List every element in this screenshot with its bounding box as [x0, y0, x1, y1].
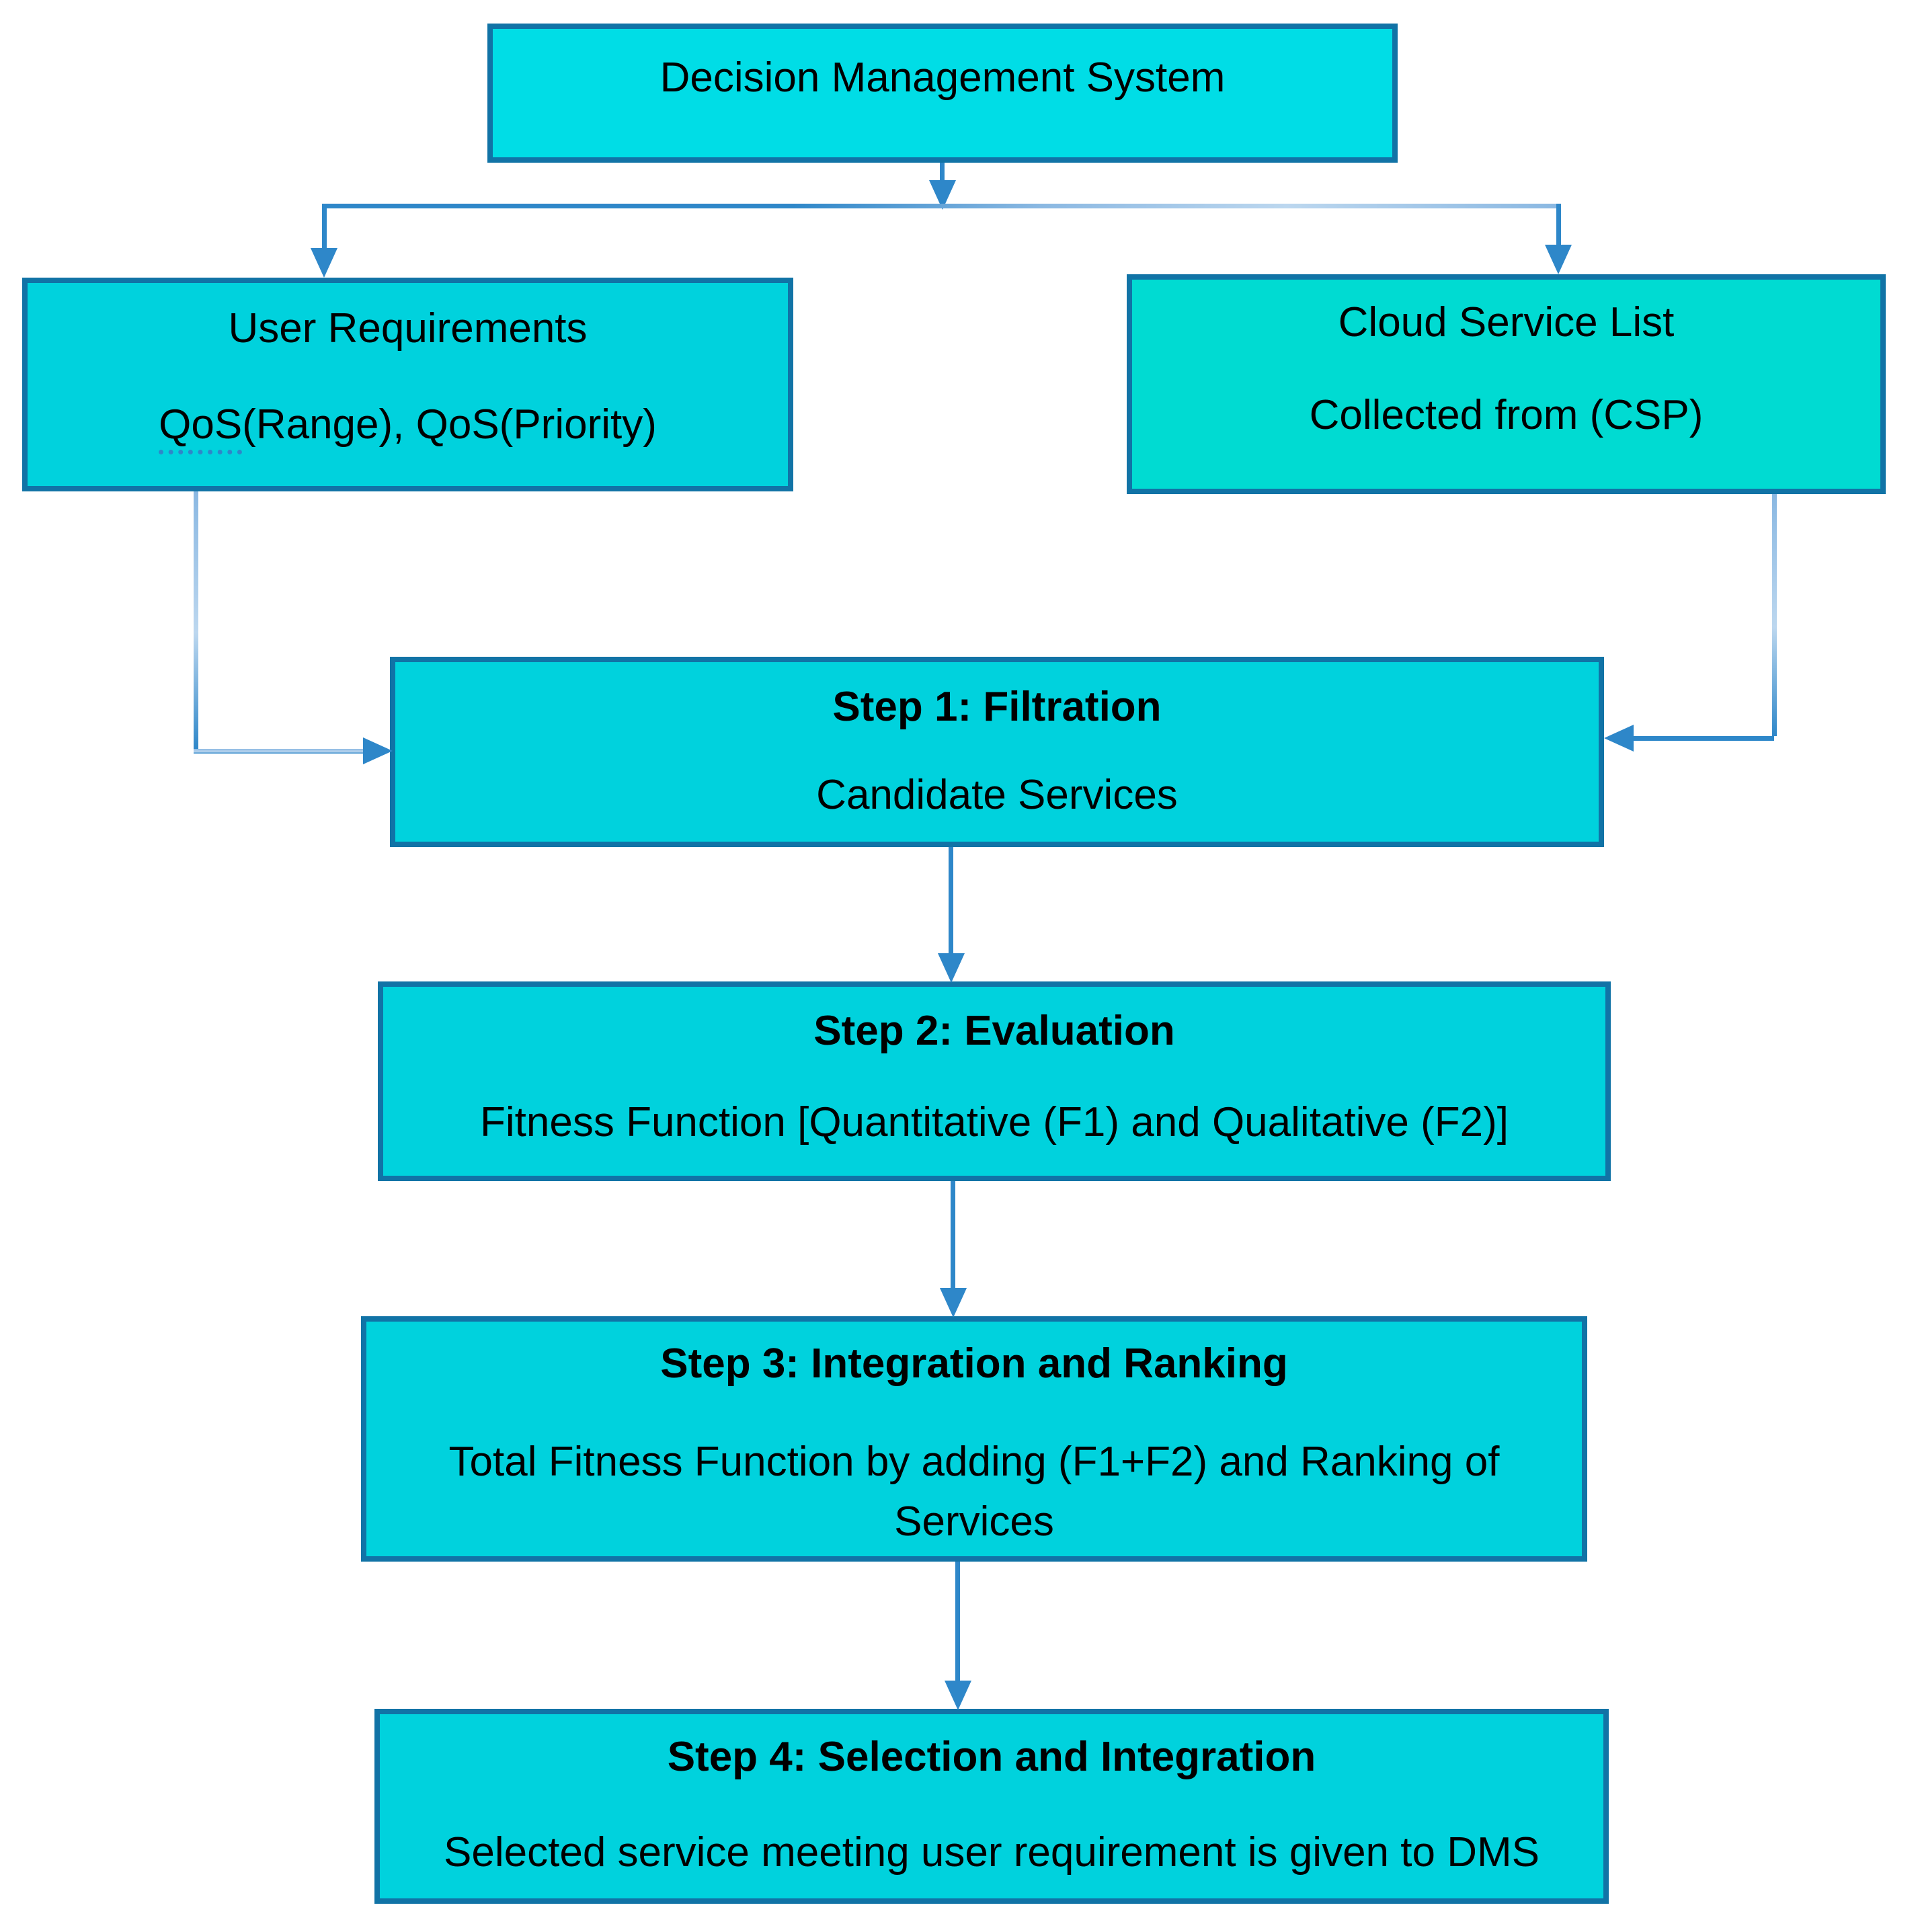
connector-branch-horizontal [324, 204, 1558, 208]
qos-underlined-text: QoS [159, 401, 243, 455]
arrowhead-into-step1-left [363, 737, 393, 764]
step3-box: Step 3: Integration and Ranking Total Fi… [361, 1316, 1587, 1562]
cloud-service-list-box: Cloud Service List Collected from (CSP) [1127, 274, 1886, 494]
step2-body: Fitness Function [Quantitative (F1) and … [480, 1099, 1509, 1146]
dms-box-label: Decision Management System [659, 54, 1226, 101]
step1-box: Step 1: Filtration Candidate Services [390, 657, 1604, 847]
cloud-service-list-title: Cloud Service List [1338, 298, 1675, 346]
step3-title: Step 3: Integration and Ranking [660, 1340, 1288, 1387]
user-requirements-box: User Requirements QoS(Range), QoS(Priori… [22, 278, 793, 491]
connector-branch-left-vertical [322, 204, 327, 248]
arrowhead-into-step1-right [1604, 725, 1634, 752]
connector-step3-to-step4 [955, 1562, 960, 1683]
cloud-service-list-subtitle: Collected from (CSP) [1309, 392, 1704, 439]
connector-dms-stub [940, 163, 945, 183]
connector-step1-to-step2 [949, 847, 953, 956]
step3-body-line1: Total Fitness Function by adding (F1+F2)… [448, 1439, 1500, 1486]
connector-branch-right-vertical [1556, 204, 1561, 245]
step4-body: Selected service meeting user requiremen… [444, 1828, 1539, 1876]
arrowhead-into-step2 [938, 953, 965, 983]
step4-title: Step 4: Selection and Integration [667, 1734, 1316, 1781]
connector-cloud-to-step1-vertical [1772, 494, 1777, 736]
step2-title: Step 2: Evaluation [813, 1008, 1175, 1055]
user-requirements-title: User Requirements [228, 305, 588, 352]
connector-user-to-step1-horizontal [194, 749, 363, 754]
arrowhead-into-step4 [945, 1681, 971, 1710]
user-requirements-qos-line: QoS(Range), QoS(Priority) [28, 401, 788, 455]
qos-rest-text: (Range), QoS(Priority) [242, 401, 657, 448]
arrowhead-into-step3 [940, 1288, 967, 1318]
arrowhead-into-cloud-service-list [1545, 245, 1572, 274]
step1-title: Step 1: Filtration [832, 683, 1162, 730]
arrowhead-into-user-requirements [311, 248, 337, 278]
step1-body: Candidate Services [816, 771, 1178, 818]
connector-user-to-step1-vertical [194, 491, 198, 749]
step4-box: Step 4: Selection and Integration Select… [374, 1709, 1609, 1904]
dms-box: Decision Management System [487, 24, 1398, 163]
step3-body-line2: Services [894, 1498, 1054, 1545]
connector-cloud-to-step1-horizontal [1630, 736, 1774, 741]
step2-box: Step 2: Evaluation Fitness Function [Qua… [378, 981, 1611, 1181]
connector-step2-to-step3 [951, 1181, 955, 1291]
